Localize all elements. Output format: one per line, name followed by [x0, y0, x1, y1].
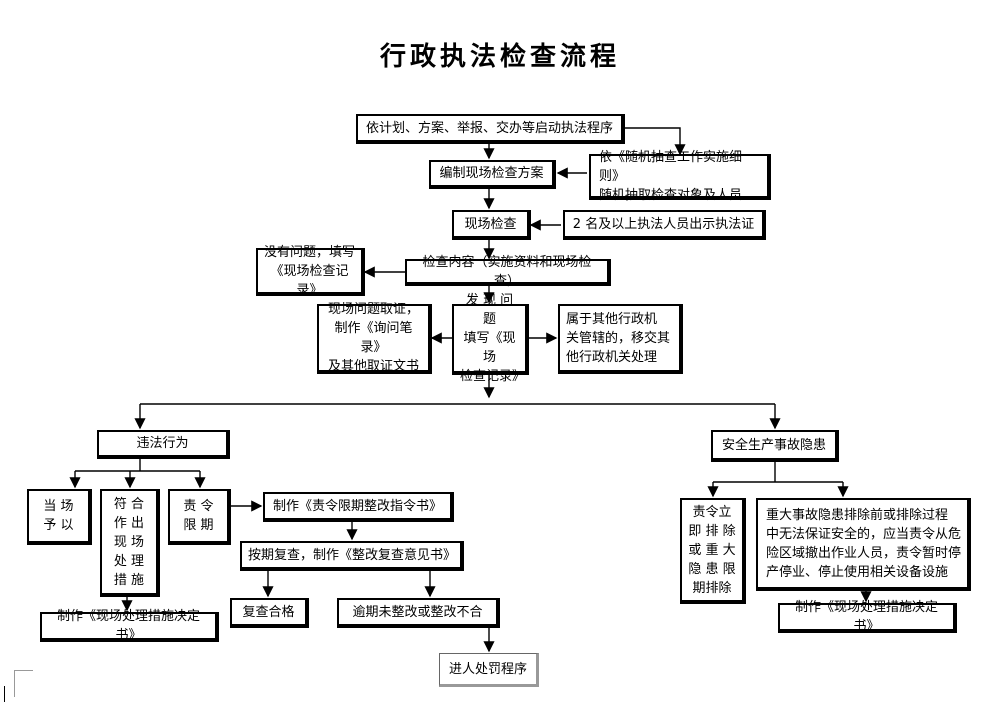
- page-title: 行政执法检查流程: [379, 42, 620, 72]
- safety-node: 安全生产事故隐患: [711, 430, 839, 462]
- onsite-node: 现场检查: [452, 210, 531, 240]
- measure-right-node: 制作《现场处理措施决定书》: [778, 600, 957, 634]
- page-corner-mark: [14, 670, 33, 697]
- random-node: 依《随机抽查工作实施细则》 随机抽取检查对象及人员: [589, 150, 771, 203]
- major-node: 重大事故隐患排除前或排除过程 中无法保证安全的，应当责令从危 险区域撤出作业人员…: [756, 498, 971, 591]
- content-node: 检查内容（实施资料和现场检查）: [405, 255, 611, 289]
- found-node: 发 现 问 题 填写《现场 检查记录》: [452, 293, 529, 384]
- penalty-node: 进人处罚程序: [439, 653, 539, 687]
- recheck-node: 按期复查，制作《整改复查意见书》: [240, 541, 464, 571]
- col3-node: 责 令 限 期: [168, 489, 231, 545]
- fail-node: 逾期未整改或整改不合: [337, 598, 500, 628]
- plan-node: 编制现场检查方案: [429, 160, 556, 189]
- text-cursor: [4, 686, 5, 702]
- start-node: 依计划、方案、举报、交办等启动执法程序: [356, 114, 625, 144]
- order-node: 制作《责令限期整改指令书》: [263, 492, 454, 522]
- other-node: 属于其他行政机 关管辖的，移交其 他行政机关处理: [558, 304, 683, 374]
- immediate-node: 责令立 即 排 除 或 重 大 隐 患 限 期排除: [680, 498, 746, 604]
- badge-node: 2 名及以上执法人员出示执法证: [563, 210, 766, 240]
- noissue-node: 没有问题，填写 《现场检查记录》: [256, 245, 365, 298]
- evidence-node: 现场问题取证， 制作《询问笔录》 及其他取证文书: [317, 302, 432, 374]
- violation-node: 违法行为: [97, 430, 230, 459]
- measure-left-node: 制作《现场处理措施决定书》: [40, 609, 219, 643]
- pass-node: 复查合格: [230, 598, 309, 628]
- col1-node: 当 场 予 以: [27, 489, 92, 545]
- col2-node: 符 合 作 出 现 场 处 理 措 施: [100, 489, 160, 597]
